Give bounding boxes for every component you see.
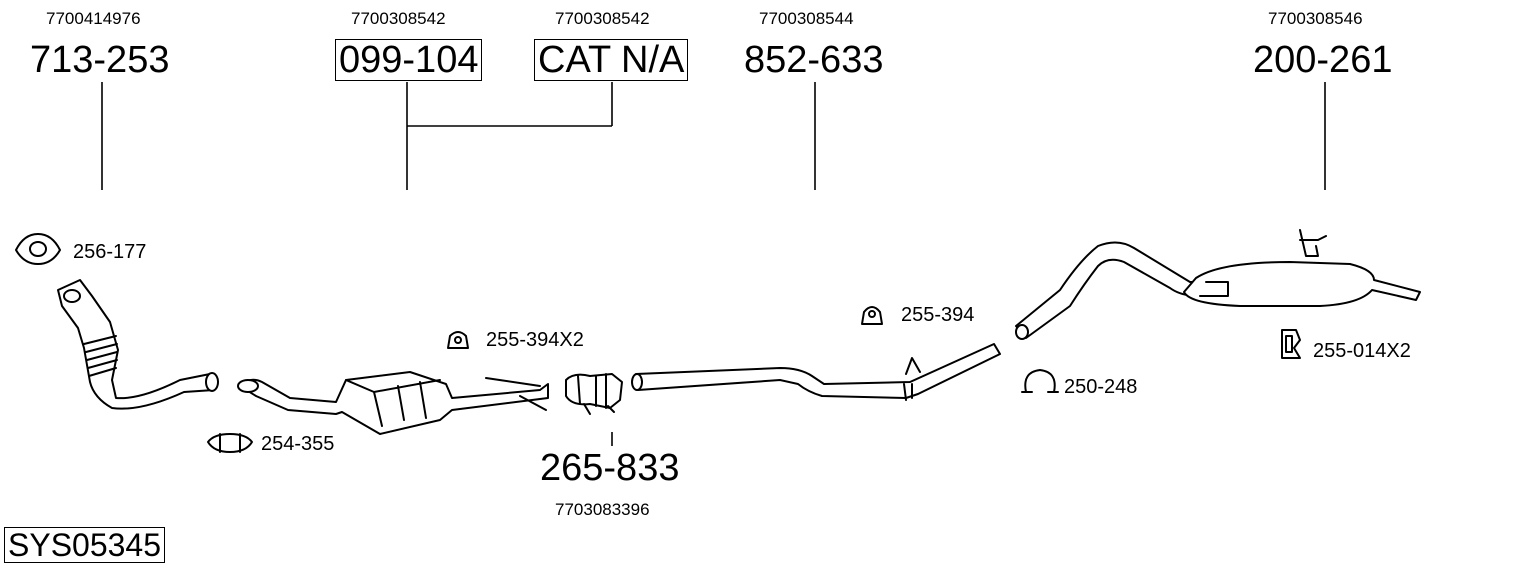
rubber-hanger-icon [447,331,469,349]
oem-number: 7700308542 [351,9,446,28]
part-number[interactable]: 852-633 [744,39,884,81]
clamp-ring-icon [207,433,253,453]
part-number-boxed[interactable]: 099-104 [335,39,483,81]
joint-265-833 [565,373,623,415]
u-clamp-icon [1021,369,1059,393]
front-pipe-713-253 [57,279,219,410]
catalyst-099-104 [237,371,549,435]
middle-pipe-852-633 [631,343,1001,401]
part-number-boxed[interactable]: CAT N/A [534,39,689,81]
accessory-label[interactable]: 250-248 [1064,376,1138,398]
accessory-label[interactable]: 254-355 [261,433,335,455]
rear-silencer-200-261 [1015,229,1421,340]
rubber-mount-icon [1281,329,1301,359]
part-number[interactable]: 200-261 [1253,39,1393,81]
leader-lines [101,82,1326,446]
accessory-label[interactable]: 255-394X2 [486,329,584,351]
oem-number: 7700414976 [46,9,141,28]
system-code: SYS05345 [4,527,166,563]
oem-number: 7703083396 [555,500,650,519]
oem-number: 7700308546 [1268,9,1363,28]
accessory-label[interactable]: 256-177 [73,241,147,263]
rubber-hanger-icon [861,306,883,325]
accessory-label[interactable]: 255-394 [901,304,975,326]
part-number[interactable]: 265-833 [540,447,680,489]
accessory-label[interactable]: 255-014X2 [1313,340,1411,362]
oem-number: 7700308542 [555,9,650,28]
part-number[interactable]: 713-253 [30,39,170,81]
oem-number: 7700308544 [759,9,854,28]
gasket-icon [15,233,61,265]
